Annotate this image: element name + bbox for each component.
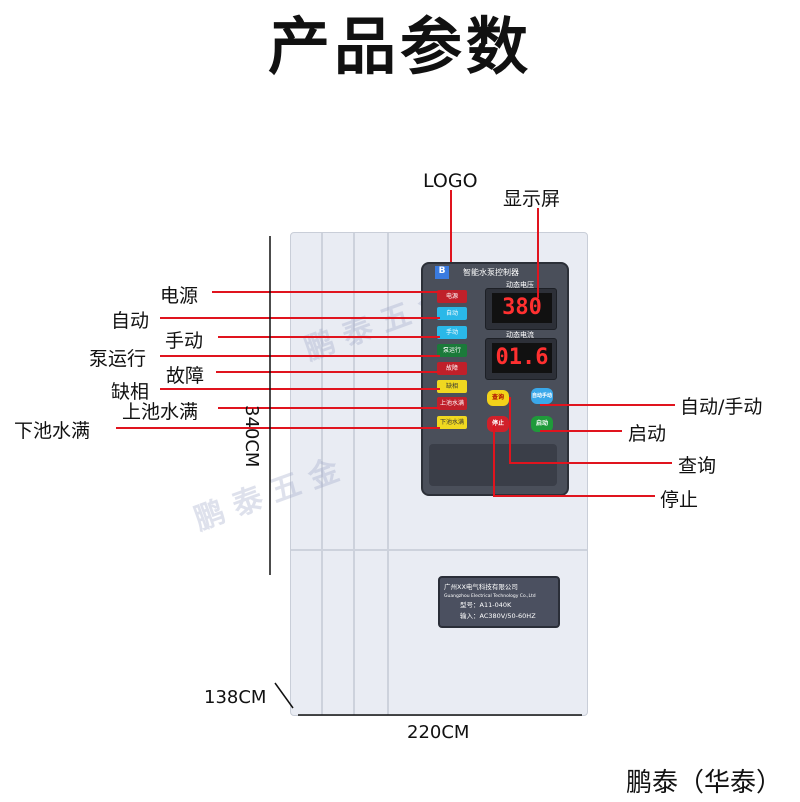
dimension-height: 340CM bbox=[241, 405, 262, 468]
callout-pump-run: 泵运行 bbox=[89, 348, 147, 370]
voltage-display: 380 bbox=[485, 288, 557, 330]
dimension-width: 220CM bbox=[407, 722, 470, 743]
callout-phase-loss: 缺相 bbox=[111, 381, 150, 403]
callout-auto: 自动 bbox=[111, 310, 150, 332]
nameplate: 广州XX电气科技有限公司 Guangzhou Electrical Techno… bbox=[438, 576, 560, 628]
callout-lower-tank-full: 下池水满 bbox=[14, 420, 91, 442]
callout-fault: 故障 bbox=[166, 365, 205, 387]
seam bbox=[353, 233, 355, 715]
auto-manual-button[interactable]: 自动手动 bbox=[531, 388, 553, 404]
stop-button[interactable]: 停止 bbox=[487, 416, 509, 432]
seam bbox=[387, 233, 389, 715]
line-stop bbox=[493, 425, 655, 497]
callout-logo: LOGO bbox=[423, 170, 478, 192]
panel-title: 智能水泵控制器 bbox=[463, 268, 519, 277]
brand-label: 鹏泰（华泰） bbox=[625, 768, 782, 798]
nameplate-company: 广州XX电气科技有限公司 bbox=[444, 583, 518, 591]
current-display: 01.6 bbox=[485, 338, 557, 380]
seam bbox=[321, 233, 323, 715]
indicator-upper-tank-full: 上池水满 bbox=[437, 397, 467, 410]
nameplate-model: 型号：A11-040K bbox=[460, 601, 512, 609]
indicator-lower-tank-full: 下池水满 bbox=[437, 416, 467, 429]
callout-start: 启动 bbox=[628, 423, 667, 445]
current-label: 动态电流 bbox=[506, 331, 534, 339]
logo: B bbox=[435, 266, 449, 279]
query-button[interactable]: 查询 bbox=[487, 390, 509, 406]
indicator-manual: 手动 bbox=[437, 326, 467, 339]
current-value: 01.6 bbox=[492, 343, 552, 373]
nameplate-company-en: Guangzhou Electrical Technology Co.,Ltd bbox=[444, 594, 536, 599]
callout-power: 电源 bbox=[160, 285, 199, 307]
callout-auto-manual: 自动/手动 bbox=[680, 396, 763, 418]
voltage-label: 动态电压 bbox=[506, 281, 534, 289]
page-title: 产品参数 bbox=[267, 10, 532, 83]
line-query bbox=[509, 397, 672, 464]
callout-manual: 手动 bbox=[165, 330, 204, 352]
callout-query: 查询 bbox=[678, 455, 717, 477]
voltage-value: 380 bbox=[492, 293, 552, 323]
indicator-auto: 自动 bbox=[437, 307, 467, 320]
start-button[interactable]: 启动 bbox=[531, 416, 553, 432]
dimension-depth: 138CM bbox=[204, 687, 267, 708]
nameplate-input: 输入：AC380V/50-60HZ bbox=[460, 612, 536, 620]
callout-display: 显示屏 bbox=[503, 188, 561, 210]
indicator-phase-loss: 缺相 bbox=[437, 380, 467, 393]
callout-stop: 停止 bbox=[660, 489, 699, 511]
indicator-pump-run: 泵运行 bbox=[437, 344, 467, 357]
depth-dimension-line bbox=[274, 682, 294, 709]
callout-upper-tank-full: 上池水满 bbox=[122, 401, 199, 423]
indicator-power: 电源 bbox=[437, 290, 467, 303]
indicator-fault: 故障 bbox=[437, 362, 467, 375]
seam bbox=[291, 549, 587, 551]
